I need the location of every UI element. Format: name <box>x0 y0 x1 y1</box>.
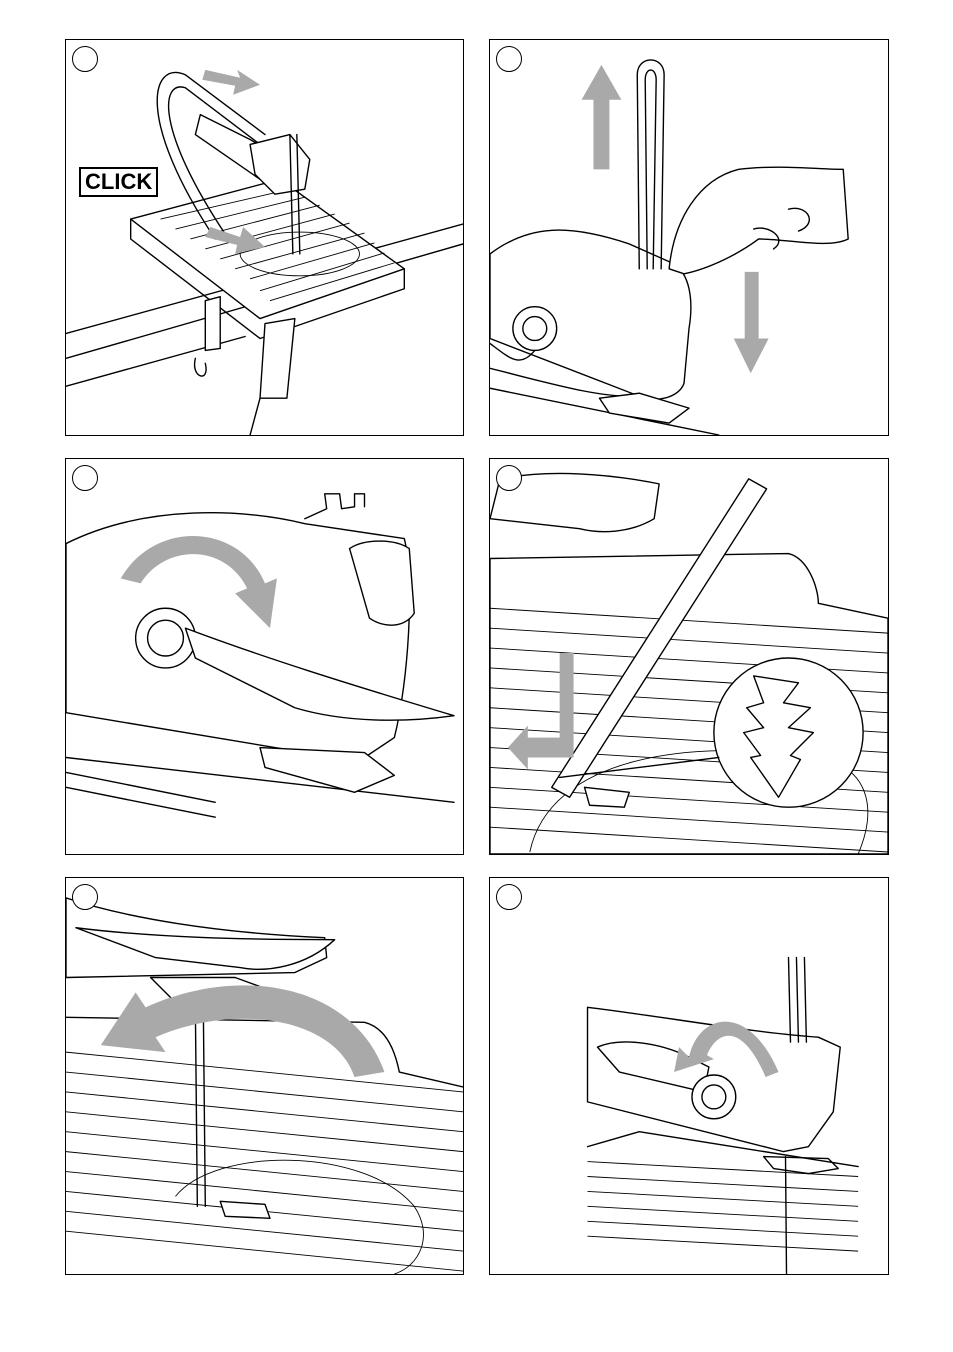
table-rotation-illustration <box>66 878 463 1274</box>
step-number-circle <box>496 46 522 72</box>
saw-clamp-illustration <box>66 40 463 435</box>
click-label: CLICK <box>79 167 158 197</box>
illustration-panel-5 <box>65 877 464 1275</box>
step-number-circle <box>496 884 522 910</box>
blade-holder-illustration <box>490 40 888 435</box>
blade-teeth-illustration <box>490 459 888 854</box>
illustration-panel-6 <box>489 877 889 1275</box>
illustration-panel-2 <box>489 39 889 436</box>
illustration-panel-1: CLICK <box>65 39 464 436</box>
lever-rotation-illustration <box>66 459 463 854</box>
lever-return-illustration <box>490 878 888 1274</box>
step-number-circle <box>496 465 522 491</box>
illustration-panel-4 <box>489 458 889 855</box>
step-number-circle <box>72 46 98 72</box>
step-number-circle <box>72 884 98 910</box>
illustration-panel-3 <box>65 458 464 855</box>
step-number-circle <box>72 465 98 491</box>
